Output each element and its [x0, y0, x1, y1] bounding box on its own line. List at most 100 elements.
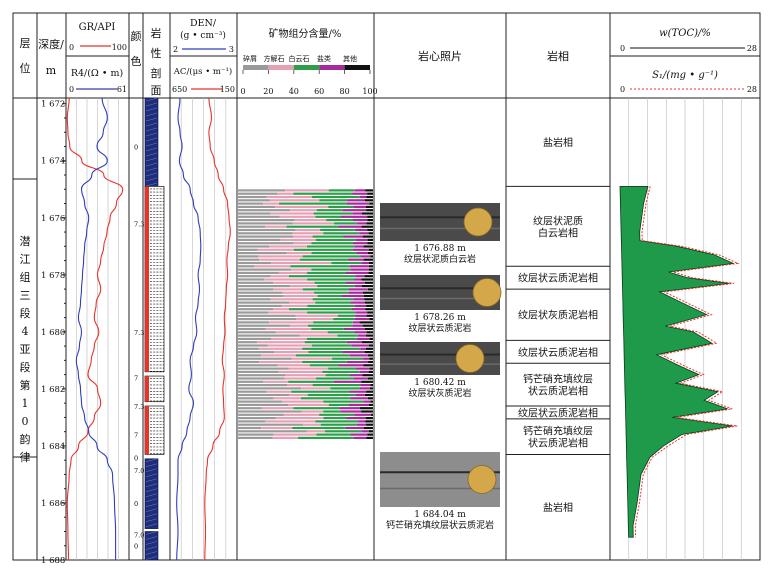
mineral-bar-segment [267, 344, 312, 347]
color-code: 7 [134, 374, 138, 382]
mineral-bar-segment [261, 354, 296, 357]
mineral-bar-segment [277, 192, 294, 195]
svg-text:DEN/: DEN/ [190, 18, 217, 29]
photo-caption: 纹层状泥质白云岩 [404, 253, 476, 265]
mineral-bar-segment [237, 199, 270, 202]
mineral-bar-segment [307, 304, 355, 307]
mineral-bar-segment [259, 360, 303, 364]
salt-hatch [145, 157, 158, 162]
core-lamina [380, 487, 500, 490]
mineral-bar-segment [237, 380, 264, 383]
mineral-bar-segment [369, 367, 373, 370]
mineral-bar-segment [272, 436, 299, 439]
mineral-bar-segment [367, 397, 373, 400]
mineral-bar-segment [237, 341, 258, 344]
mineral-bar-segment [311, 268, 351, 271]
salt-hatch [145, 546, 158, 550]
salt-hatch [145, 458, 158, 463]
litho-header: 岩 性 剖 面 [151, 26, 162, 97]
mineral-bar-segment [354, 318, 370, 321]
mineral-bar-segment [352, 212, 362, 215]
mineral-legend-label: 白云石 [289, 54, 310, 63]
mineral-bar-segment [237, 255, 258, 258]
mineral-bar-segment [237, 397, 274, 400]
mineral-bar-segment [315, 301, 351, 304]
mineral-bar-segment [328, 189, 355, 192]
mineral-bar-segment [269, 321, 314, 324]
mineral-bar-segment [353, 377, 368, 380]
mineral-bar-segment [263, 202, 280, 205]
salt-hatch [145, 468, 158, 473]
r4-max: 61 [117, 85, 127, 94]
s1-max: 28 [747, 85, 757, 94]
ac-label: AC/(μs • m⁻¹) [173, 66, 232, 77]
mineral-bar-segment [311, 344, 352, 347]
mineral-bar-segment [342, 351, 365, 354]
toc-min: 0 [620, 44, 625, 53]
salt-hatch [145, 147, 158, 152]
mineral-bar-segment [312, 384, 361, 387]
layer-header: 层 位 [20, 37, 31, 75]
facies-header: 岩相 [547, 49, 569, 63]
salt-hatch [145, 483, 158, 488]
mineral-bar-segment [237, 252, 287, 255]
mineral-bar-segment [302, 255, 362, 258]
mineral-bar-segment [286, 225, 339, 228]
color-code: 0 [134, 143, 138, 151]
mineral-bar-segment [348, 403, 369, 406]
color-strip [145, 376, 149, 402]
mineral-bar-segment [348, 291, 363, 294]
mineral-bar-segment [346, 341, 362, 344]
mineral-bar-segment [312, 298, 354, 301]
mineral-bar-segment [237, 390, 267, 393]
mineral-bar-segment [254, 265, 291, 268]
color-code: 7.3 [134, 403, 144, 411]
salt-hatch [145, 513, 158, 518]
mineral-bar-segment [259, 258, 300, 261]
mineral-bar-segment [350, 397, 368, 400]
mineral-bar-segment [337, 334, 358, 337]
mineral-bar-segment [307, 311, 356, 314]
mineral-bar-segment [301, 387, 331, 390]
mineral-legend-label: 碎屑 [243, 54, 257, 63]
mineral-legend-swatch [268, 65, 294, 70]
mineral-bar-segment [282, 400, 324, 403]
mineral-bar-segment [258, 347, 303, 350]
mineral-bar-segment [369, 357, 373, 360]
layer-char: 律 [20, 451, 31, 464]
mineral-bar-segment [265, 327, 312, 331]
mineral-bar-segment [237, 314, 296, 317]
mineral-bar-segment [237, 347, 259, 350]
mineral-bar-segment [237, 384, 287, 387]
mineral-bar-segment [350, 433, 368, 436]
mineral-bar-segment [237, 268, 292, 271]
mineral-bar-segment [365, 199, 373, 202]
mineral-bar-segment [349, 354, 368, 357]
mineral-bar-segment [237, 298, 271, 301]
mineral-bar-segment [354, 278, 362, 281]
mineral-bar-segment [237, 238, 281, 241]
facies-label: 白云岩相 [538, 226, 578, 239]
mineral-bar-segment [311, 242, 353, 245]
mineral-tick-label: 100 [362, 87, 377, 96]
salt-hatch [145, 478, 158, 483]
layer-char: 段 [20, 360, 31, 374]
mineral-bar-segment [331, 261, 362, 265]
mineral-bar-segment [334, 222, 358, 225]
toc-label: w(TOC)/% [659, 28, 711, 39]
mineral-bar-segment [355, 275, 365, 278]
core-lamina [380, 471, 500, 474]
mineral-bar-segment [302, 347, 361, 350]
mineral-bar-segment [316, 433, 351, 436]
mineral-bar-segment [237, 420, 266, 423]
scale-coin [455, 344, 485, 373]
s1-curve [634, 186, 740, 538]
den-header: DEN/ (g • cm⁻³) 2 3 [173, 18, 234, 54]
mineral-bar-segment [302, 360, 347, 364]
mineral-bar-segment [293, 235, 313, 238]
mineral-bar-segment [283, 294, 318, 298]
mineral-bar-segment [364, 275, 373, 278]
mineral-bar-segment [295, 228, 321, 232]
